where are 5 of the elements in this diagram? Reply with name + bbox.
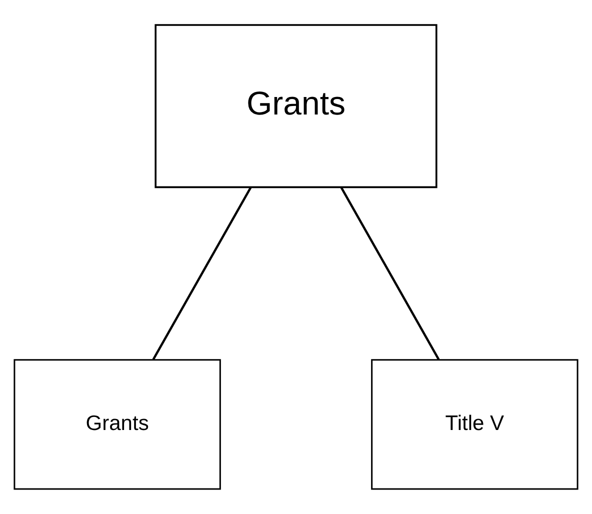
node-box: Grants (154, 24, 438, 188)
connector (340, 187, 440, 360)
connector (152, 187, 252, 360)
node-box: Grants (14, 359, 221, 490)
node-box: Title V (371, 359, 578, 490)
